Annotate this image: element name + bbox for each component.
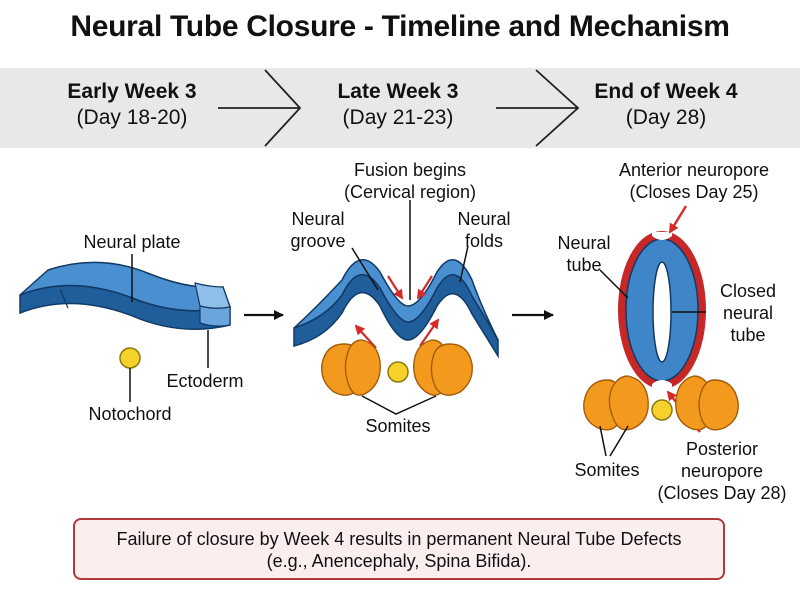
leader-somites xyxy=(361,395,437,415)
neural-tube-lumen xyxy=(652,261,672,363)
stage-name: Late Week 3 xyxy=(337,80,459,103)
timeline-bar: Early Week 3 (Day 18-20) Late Week 3 (Da… xyxy=(0,68,800,148)
label-neural-folds: Neural xyxy=(457,209,510,229)
label-neural-tube: tube xyxy=(566,255,601,275)
neural-plate-slab xyxy=(19,261,231,330)
note-line-2: (e.g., Anencephaly, Spina Bifida). xyxy=(266,551,532,571)
label-closed-neural-tube: Closed xyxy=(720,281,776,301)
timeline-chevron-1 xyxy=(218,69,302,147)
fusion-arrow-left-top xyxy=(387,275,404,300)
label-anterior-neuropore-day: (Closes Day 25) xyxy=(629,182,758,202)
leader-neural-folds xyxy=(459,245,469,283)
neural-groove-folds xyxy=(293,259,499,359)
label-notochord: Notochord xyxy=(88,404,171,424)
label-neural-groove: groove xyxy=(290,231,345,251)
timeline-stage-late-week-3: Late Week 3 (Day 21-23) xyxy=(298,68,498,148)
label-neural-tube: Neural xyxy=(557,233,610,253)
fusion-arrow-right-bottom xyxy=(419,318,440,347)
timeline-chevron-2 xyxy=(496,69,580,147)
stage-name: Early Week 3 xyxy=(67,80,197,103)
warning-note: Failure of closure by Week 4 results in … xyxy=(73,518,725,580)
stage-days: (Day 21-23) xyxy=(342,106,454,129)
notochord-circle xyxy=(651,399,673,421)
leader-neural-groove xyxy=(351,247,379,291)
stage-days: (Day 18-20) xyxy=(76,106,188,129)
somites-left xyxy=(583,375,649,431)
somites-left xyxy=(321,339,381,396)
label-fusion-region: (Cervical region) xyxy=(344,182,476,202)
leader-neural-tube xyxy=(599,269,629,299)
anterior-neuropore-arrow xyxy=(668,205,688,234)
label-closed-neural-tube: neural xyxy=(723,303,773,323)
fusion-arrow-right-top xyxy=(416,275,433,300)
timeline-stage-early-week-3: Early Week 3 (Day 18-20) xyxy=(32,68,232,148)
label-anterior-neuropore: Anterior neuropore xyxy=(619,160,769,180)
note-line-1: Failure of closure by Week 4 results in … xyxy=(116,529,682,549)
somites-right xyxy=(413,339,473,396)
fusion-arrow-left-bottom xyxy=(354,324,377,349)
label-fusion-begins: Fusion begins xyxy=(354,160,466,180)
somites-right xyxy=(675,375,739,431)
label-posterior-neuropore: Posterior xyxy=(686,439,758,459)
label-somites: Somites xyxy=(365,416,430,436)
label-posterior-neuropore: neuropore xyxy=(681,461,763,481)
notochord-circle xyxy=(119,347,141,369)
label-neural-folds: folds xyxy=(465,231,503,251)
leader-somites xyxy=(599,425,629,457)
label-posterior-neuropore-day: (Closes Day 28) xyxy=(657,483,786,503)
label-neural-plate: Neural plate xyxy=(83,232,180,252)
label-closed-neural-tube: tube xyxy=(730,325,765,345)
anterior-neuropore-gap xyxy=(652,232,672,240)
label-neural-groove: Neural xyxy=(291,209,344,229)
notochord-circle xyxy=(387,361,409,383)
label-ectoderm: Ectoderm xyxy=(166,371,243,391)
stage-name: End of Week 4 xyxy=(594,80,738,103)
stage-days: (Day 28) xyxy=(625,106,707,129)
page-title: Neural Tube Closure - Timeline and Mecha… xyxy=(70,10,730,43)
label-somites: Somites xyxy=(574,460,639,480)
timeline-stage-end-of-week-4: End of Week 4 (Day 28) xyxy=(566,68,766,148)
posterior-neuropore-gap xyxy=(652,380,672,389)
